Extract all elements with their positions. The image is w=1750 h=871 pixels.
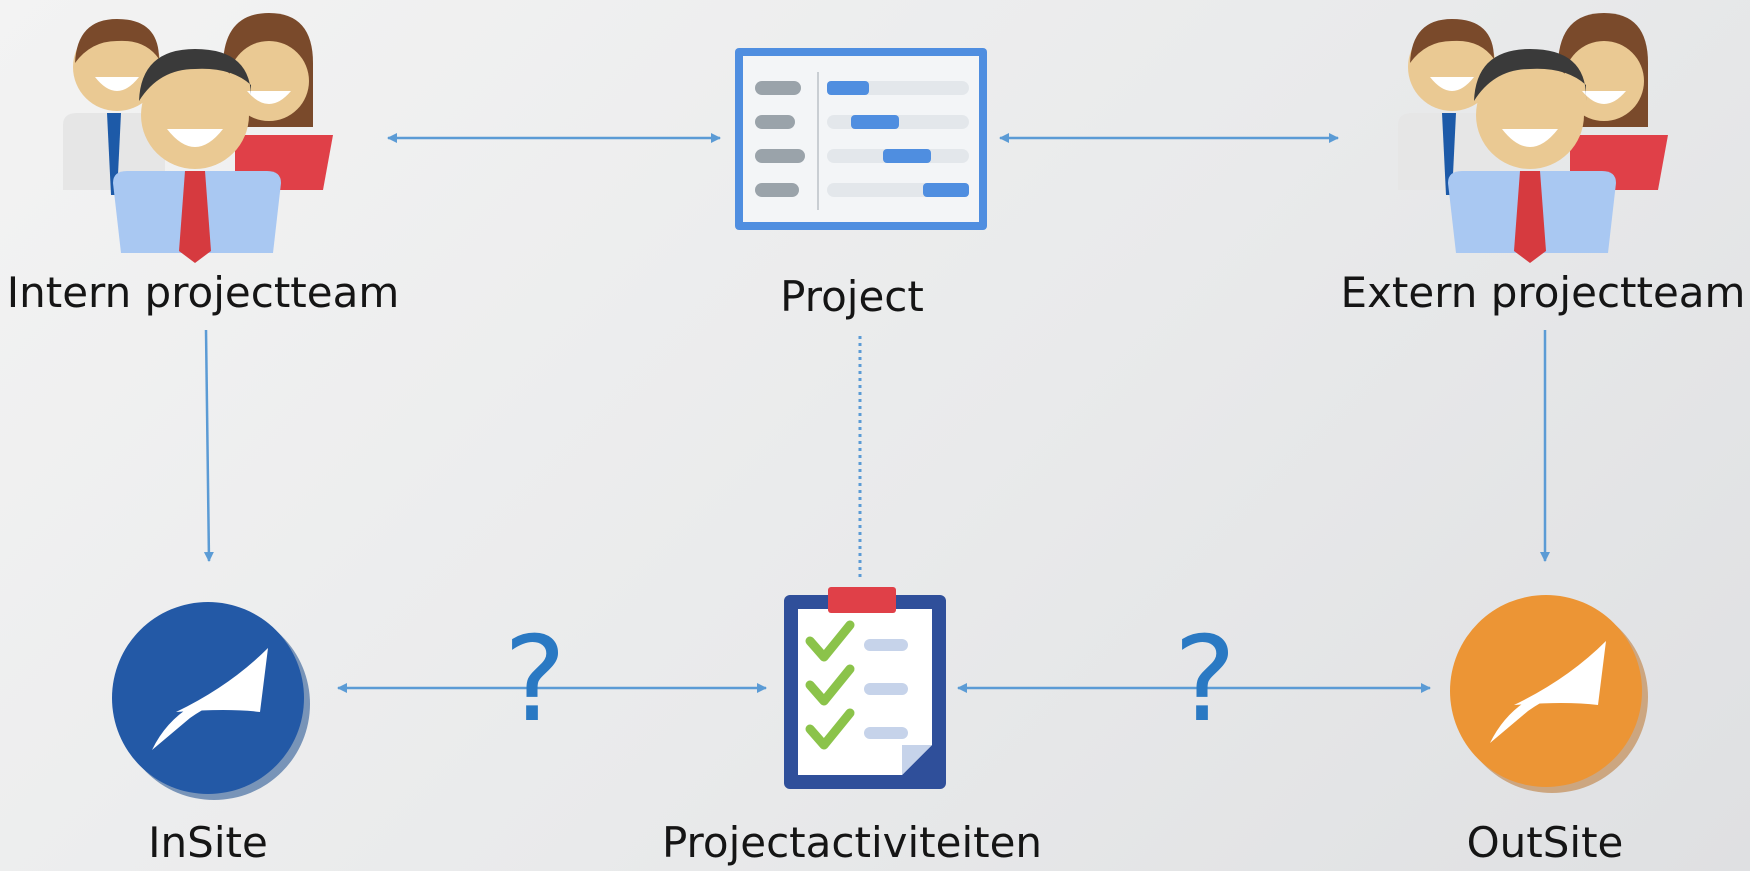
label-projectactiviteiten: Projectactiviteiten bbox=[661, 818, 1043, 867]
question-mark-right: ? bbox=[1173, 610, 1237, 748]
clipboard-checklist-icon bbox=[784, 587, 946, 789]
label-project: Project bbox=[780, 272, 924, 321]
label-insite: InSite bbox=[148, 818, 268, 867]
outsite-logo-icon bbox=[1450, 595, 1648, 793]
gantt-chart-icon bbox=[735, 48, 987, 230]
question-mark-left: ? bbox=[503, 610, 567, 748]
insite-logo-icon bbox=[112, 602, 310, 800]
team-people-icon bbox=[63, 13, 333, 263]
team-people-icon-extern bbox=[1398, 13, 1668, 263]
label-extern-projectteam: Extern projectteam bbox=[1340, 268, 1746, 317]
arrow-intern-insite bbox=[203, 329, 214, 562]
label-intern-projectteam: Intern projectteam bbox=[6, 268, 400, 317]
label-outsite: OutSite bbox=[1466, 818, 1624, 867]
